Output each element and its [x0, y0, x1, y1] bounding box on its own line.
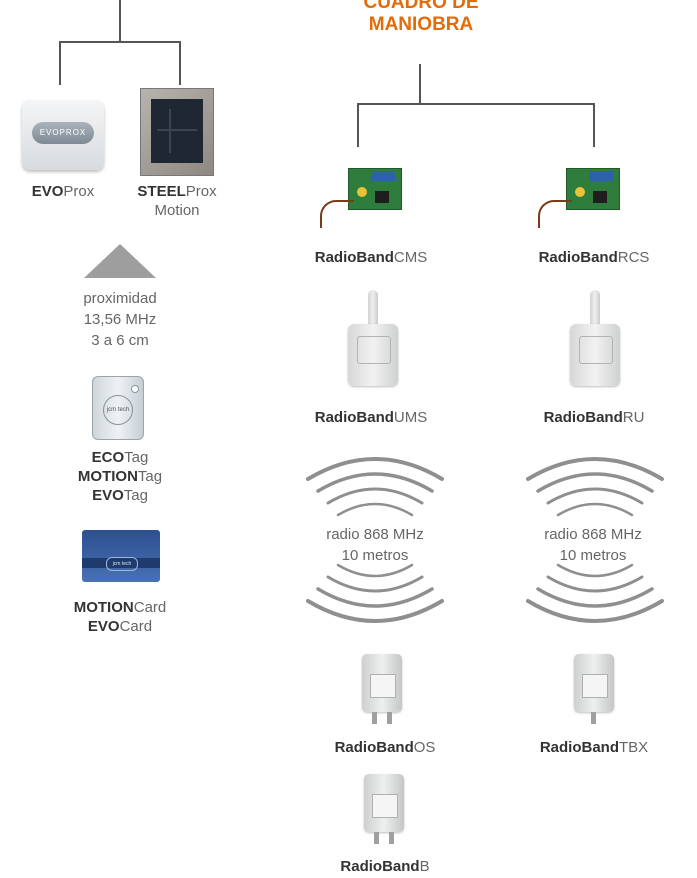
proximity-card-image: jcm tech [82, 530, 160, 582]
card-stripe [82, 558, 160, 568]
control-panel-title: CUADRO DE MANIOBRA [300, 0, 542, 36]
evoprox-label: EVOProx [20, 182, 106, 201]
radioband-tbx-label: RadioBandTBX [519, 738, 669, 757]
steelprox-keypad [151, 99, 203, 163]
evoprox-reader-image: EVOPROX [22, 100, 104, 170]
steelprox-label-normal: Prox [185, 183, 217, 200]
connector-line [119, 0, 121, 42]
steelprox-label-bold: STEEL [137, 183, 186, 200]
radioband-cms-board-image [348, 168, 402, 210]
tag-hole [131, 385, 139, 393]
proximity-info: proximidad 13,56 MHz 3 a 6 cm [50, 288, 190, 351]
rcs-antenna-wire [538, 200, 572, 228]
cards-label: MOTIONCard EVOCard [50, 598, 190, 636]
title-line-1: CUADRO DE [363, 0, 479, 13]
evoprox-label-bold: EVO [31, 183, 64, 200]
radio-right-line-2: 10 metros [559, 547, 627, 564]
steelprox-label: STEELProx Motion [118, 182, 236, 220]
rcs-bold: RadioBand [538, 249, 618, 266]
motion-card-normal: Card [133, 599, 167, 616]
evoprox-label-normal: Prox [63, 183, 95, 200]
motion-tag-bold: MOTION [77, 468, 138, 485]
connector-line [179, 41, 181, 85]
radio-waves-icon [306, 457, 444, 623]
proximity-line-2: 13,56 MHz [83, 311, 157, 328]
radio-info-left: radio 868 MHz 10 metros [300, 524, 450, 566]
tbx-bold: RadioBand [539, 739, 619, 756]
card-logo: jcm tech [106, 557, 138, 571]
b-normal: B [419, 858, 430, 875]
ums-normal: UMS [393, 409, 428, 426]
radio-left-line-1: radio 868 MHz [326, 526, 424, 543]
tbx-normal: TBX [618, 739, 649, 756]
connector-line [59, 41, 61, 85]
b-bold: RadioBand [340, 858, 420, 875]
ums-bold: RadioBand [314, 409, 394, 426]
os-bold: RadioBand [334, 739, 414, 756]
radioband-ums-image [348, 290, 398, 386]
cms-bold: RadioBand [314, 249, 394, 266]
steelprox-reader-image [140, 88, 214, 176]
radioband-b-image [364, 774, 404, 846]
evo-card-normal: Card [119, 618, 153, 635]
evoprox-badge: EVOPROX [32, 122, 94, 144]
connector-line [357, 103, 359, 147]
radio-right-line-1: radio 868 MHz [544, 526, 642, 543]
radioband-rcs-label: RadioBandRCS [519, 248, 669, 267]
radioband-cms-label: RadioBandCMS [296, 248, 446, 267]
proximity-tag-image: jcm tech [92, 376, 144, 440]
radioband-os-label: RadioBandOS [310, 738, 460, 757]
radioband-ru-label: RadioBandRU [519, 408, 669, 427]
radio-waves-icon [526, 457, 664, 623]
ru-bold: RadioBand [543, 409, 623, 426]
radio-info-right: radio 868 MHz 10 metros [518, 524, 668, 566]
radioband-rcs-board-image [566, 168, 620, 210]
motion-card-bold: MOTION [73, 599, 134, 616]
radioband-os-image [362, 654, 402, 726]
ru-normal: RU [622, 409, 645, 426]
motion-tag-normal: Tag [137, 468, 163, 485]
proximity-line-1: proximidad [83, 290, 157, 307]
radioband-tbx-image [574, 654, 614, 726]
eco-tag-bold: ECO [91, 449, 125, 466]
tags-label: ECOTag MOTIONTag EVOTag [50, 448, 190, 505]
connector-line [59, 41, 181, 43]
rcs-normal: RCS [617, 249, 650, 266]
proximity-arrow-icon [84, 244, 156, 278]
connector-line [593, 103, 595, 147]
evo-tag-bold: EVO [92, 487, 124, 504]
connector-line [419, 64, 421, 104]
cms-normal: CMS [393, 249, 428, 266]
steelprox-label-line2: Motion [154, 202, 200, 219]
title-line-2: MANIOBRA [368, 14, 474, 35]
os-normal: OS [413, 739, 436, 756]
radioband-ru-image [570, 290, 620, 386]
evo-tag-normal: Tag [123, 487, 148, 504]
proximity-line-3: 3 a 6 cm [91, 332, 149, 349]
tag-logo: jcm tech [103, 395, 133, 425]
radioband-b-label: RadioBandB [310, 857, 460, 876]
evo-card-bold: EVO [87, 618, 120, 635]
radio-left-line-2: 10 metros [341, 547, 409, 564]
radioband-ums-label: RadioBandUMS [296, 408, 446, 427]
cms-antenna-wire [320, 200, 354, 228]
connector-line [357, 103, 595, 105]
eco-tag-normal: Tag [124, 449, 149, 466]
